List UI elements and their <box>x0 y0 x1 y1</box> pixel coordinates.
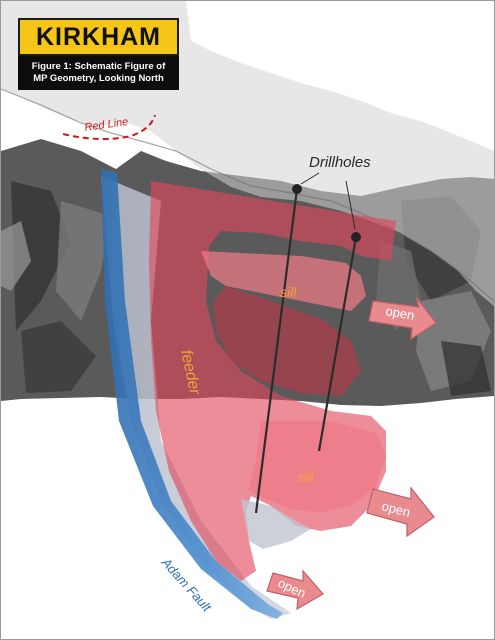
drillhole-1 <box>254 188 299 514</box>
adam-fault-band <box>101 169 283 619</box>
open-arrow-3 <box>266 569 324 611</box>
front-slab-edge <box>101 176 291 619</box>
logo-text: KIRKHAM <box>35 22 162 51</box>
sill-cavity <box>241 499 311 549</box>
sill-label-lower: sill <box>297 469 314 485</box>
lower-sill <box>249 421 386 513</box>
figure-caption: Figure 1: Schematic Figure of MP Geometr… <box>18 56 179 90</box>
kirkham-logo: KIRKHAM <box>18 18 179 56</box>
drillholes-label: Drillholes <box>309 154 371 171</box>
open-label-1: open <box>384 303 415 323</box>
open-arrow-2 <box>366 486 435 538</box>
upper-sill <box>201 251 366 311</box>
red-line-dashed <box>62 114 156 141</box>
open-label-2: open <box>380 498 412 520</box>
drillhole-leader-1 <box>300 172 320 185</box>
drillhole-collar-1 <box>292 184 302 194</box>
drillhole-collar-2 <box>351 232 361 242</box>
middle-sill <box>213 286 361 396</box>
drillhole-leader-2 <box>345 180 356 230</box>
drillholes-group <box>254 172 361 514</box>
open-arrow-1 <box>368 296 437 341</box>
sill-label-upper: sill <box>280 284 297 300</box>
drillhole-2 <box>317 236 358 452</box>
